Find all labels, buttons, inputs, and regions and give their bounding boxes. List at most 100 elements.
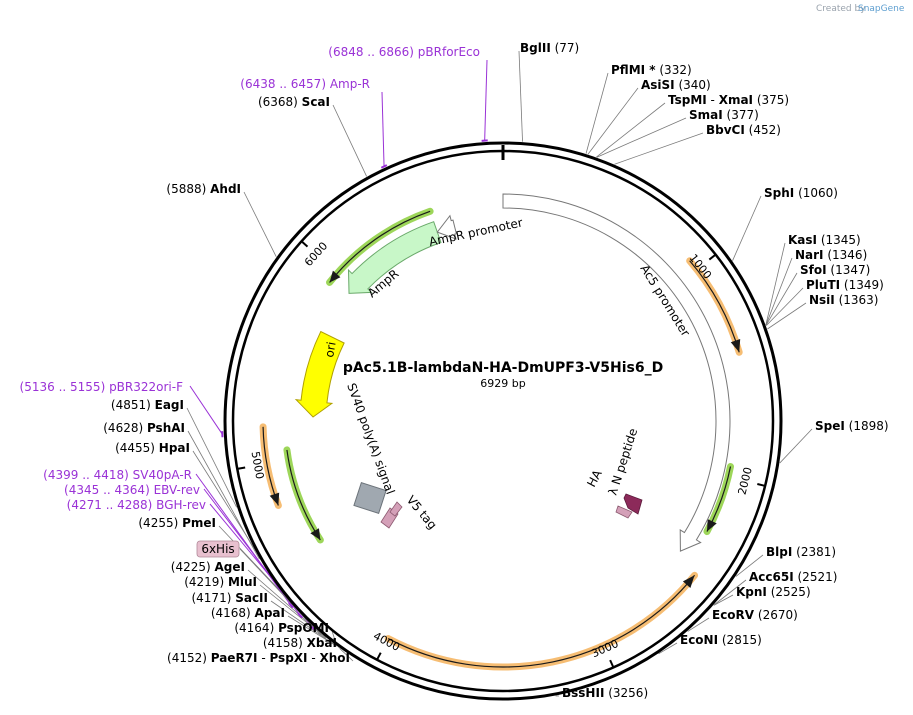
primer-label[interactable]: (6848 .. 6866) pBRforEco <box>328 45 480 59</box>
brand-name[interactable]: SnapGene <box>858 4 905 14</box>
primer-label[interactable]: (5136 .. 5155) pBR322ori-F <box>20 380 184 394</box>
site-leader <box>765 257 793 326</box>
site-leader <box>658 642 678 655</box>
site-leader <box>765 272 798 326</box>
site-leader <box>735 554 764 577</box>
site-label[interactable]: (4225) AgeI <box>171 560 245 574</box>
v5-tag-feature[interactable] <box>380 501 403 529</box>
tick-mark-1000 <box>708 253 717 261</box>
primer-label[interactable]: (4271 .. 4288) BGH-rev <box>67 498 206 512</box>
six-his-label: 6xHis <box>201 542 234 556</box>
label-layer: BglII (77) PflMI * (332)AsiSI (340)TspMI … <box>20 41 889 700</box>
site-label[interactable]: PflMI * (332) <box>611 63 692 77</box>
six-his-tag-box[interactable] <box>196 540 240 558</box>
site-leader <box>287 615 337 647</box>
site-label[interactable]: (4255) PmeI <box>138 516 216 530</box>
site-leader <box>587 87 639 155</box>
site-label[interactable]: BbvCI (452) <box>706 123 781 137</box>
site-leader <box>714 579 747 605</box>
site-label[interactable]: (4851) EagI <box>111 398 184 412</box>
ori-feature[interactable] <box>294 330 345 418</box>
site-label[interactable]: KasI (1345) <box>788 233 861 247</box>
site-leader <box>713 594 734 606</box>
site-leader <box>687 617 710 632</box>
site-leader <box>765 242 786 325</box>
site-leader <box>732 195 762 261</box>
site-label[interactable]: PluTI (1349) <box>806 278 884 292</box>
tick-label-4000: 4000 <box>371 629 402 654</box>
tick-label-5000: 5000 <box>249 450 267 480</box>
orf-arc-cds[interactable] <box>384 571 699 671</box>
site-label[interactable]: AsiSI (340) <box>641 78 711 92</box>
feature-layer <box>259 193 743 671</box>
lambda-n-peptide-feature[interactable] <box>623 493 643 515</box>
site-leader <box>518 50 523 142</box>
backbone-outer-ring <box>223 141 783 701</box>
site-label[interactable]: (5888) AhdI <box>166 182 241 196</box>
tick-mark-6000 <box>300 240 309 248</box>
site-leader <box>596 117 687 158</box>
primer-label[interactable]: (4345 .. 4364) EBV-rev <box>64 483 200 497</box>
site-label[interactable]: NarI (1346) <box>795 248 867 262</box>
green-arc-left[interactable] <box>283 446 324 544</box>
primer-site-marker <box>288 602 294 609</box>
site-leader <box>339 648 354 662</box>
site-label[interactable]: NsiI (1363) <box>809 293 878 307</box>
site-label[interactable]: KpnI (2525) <box>736 585 811 599</box>
site-label[interactable]: (4168) ApaI <box>211 606 285 620</box>
sv40-label: SV40 poly(A) signal <box>344 381 397 496</box>
orf-arc-ac5-region[interactable] <box>686 257 743 356</box>
ampr-feature[interactable] <box>347 221 442 294</box>
site-label[interactable]: SmaI (377) <box>689 108 759 122</box>
site-leader <box>765 287 804 326</box>
site-label[interactable]: (4628) PshAI <box>103 421 185 435</box>
site-label[interactable]: BlpI (2381) <box>766 545 836 559</box>
site-label[interactable]: (4152) PaeR7I - PspXI - XhoI <box>167 651 350 665</box>
tick-mark-4000 <box>376 652 382 661</box>
tick-label-2000: 2000 <box>736 466 755 496</box>
ha-label: HA <box>584 467 605 489</box>
primer-label[interactable]: (6438 .. 6457) Amp-R <box>240 77 370 91</box>
green-arc-right[interactable] <box>703 463 734 536</box>
site-label[interactable]: TspMI - XmaI (375) <box>668 93 789 107</box>
site-label[interactable]: SpeI (1898) <box>815 419 889 433</box>
site-label[interactable]: SfoI (1347) <box>800 263 870 277</box>
site-leader <box>585 72 609 154</box>
brand-prefix: Created by <box>816 4 866 14</box>
tick-label-6000: 6000 <box>302 239 330 269</box>
ampr-promoter-label: AmpR promoter <box>428 215 524 249</box>
site-label[interactable]: (4158) XbaI <box>263 636 337 650</box>
ac5-promoter-feature[interactable] <box>502 193 731 552</box>
site-label[interactable]: (4455) HpaI <box>115 441 190 455</box>
site-label[interactable]: SphI (1060) <box>764 186 838 200</box>
primer-site-marker <box>297 612 303 619</box>
primer-label[interactable]: (4399 .. 4418) SV40pA-R <box>43 468 192 482</box>
site-label[interactable]: (6368) ScaI <box>258 95 330 109</box>
site-leader <box>186 407 238 508</box>
orf-arc-left[interactable] <box>259 423 282 509</box>
site-leader <box>332 104 367 177</box>
v5-tag-label: V5 tag <box>404 493 440 532</box>
plasmid-length: 6929 bp <box>480 377 525 390</box>
site-label[interactable]: Acc65I (2521) <box>749 570 837 584</box>
ha-tag-feature[interactable] <box>615 505 633 519</box>
site-label[interactable]: EcoNI (2815) <box>680 633 762 647</box>
site-label[interactable]: (4171) SacII <box>191 591 268 605</box>
site-label[interactable]: (4164) PspOMI <box>234 621 329 635</box>
site-leader <box>779 428 813 464</box>
site-leader <box>243 191 277 257</box>
primer-site-marker <box>380 164 388 169</box>
site-label[interactable]: (4219) MluI <box>184 575 257 589</box>
site-label[interactable]: BglII (77) <box>520 41 579 55</box>
tick-label-3000: 3000 <box>590 637 621 660</box>
primer-leader <box>381 91 385 167</box>
primer-site-marker <box>310 625 317 632</box>
site-leader <box>614 132 704 165</box>
site-label[interactable]: BssHII (3256) <box>562 686 648 700</box>
site-leader <box>270 600 336 646</box>
lambda-n-label: λ N peptide <box>606 427 641 497</box>
site-label[interactable]: EcoRV (2670) <box>712 608 798 622</box>
ampr-promoter-feature[interactable] <box>436 214 457 240</box>
sv40-polya-feature[interactable] <box>353 481 387 515</box>
green-arc-ampr[interactable] <box>326 207 434 286</box>
